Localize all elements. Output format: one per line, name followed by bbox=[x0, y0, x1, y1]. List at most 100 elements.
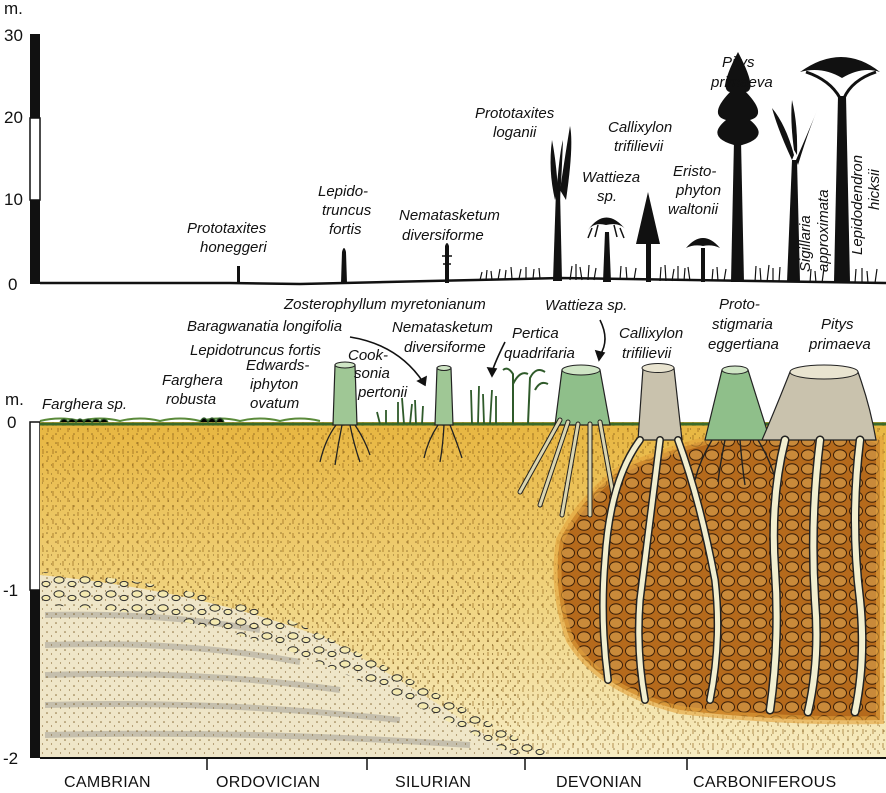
label-protostigmaria-eggertiana: Proto- stigmaria eggertiana bbox=[708, 296, 779, 353]
svg-text:approximata: approximata bbox=[815, 189, 832, 272]
top-scale-tick-30: 30 bbox=[4, 26, 23, 45]
svg-text:Pertica: Pertica bbox=[512, 325, 559, 342]
svg-text:trifilievii: trifilievii bbox=[622, 345, 672, 362]
plants-baragwanatia bbox=[59, 417, 225, 424]
svg-text:Farghera: Farghera bbox=[162, 372, 223, 389]
bottom-scale-tick-0: 0 bbox=[7, 413, 16, 432]
svg-text:sp.: sp. bbox=[597, 188, 617, 205]
svg-text:loganii: loganii bbox=[493, 124, 537, 141]
roots-protostigmaria bbox=[694, 365, 776, 486]
svg-text:stigmaria: stigmaria bbox=[712, 316, 773, 333]
period-cambrian: CAMBRIAN bbox=[64, 774, 151, 791]
svg-text:Pitys: Pitys bbox=[722, 54, 755, 71]
svg-text:diversiforme: diversiforme bbox=[404, 339, 486, 356]
svg-text:primaeva: primaeva bbox=[710, 74, 773, 91]
top-scale-bar: m. 30 20 10 0 bbox=[4, 0, 41, 294]
tree-sigillaria-approximata bbox=[772, 100, 818, 282]
label-edwardsiphyton-ovatum: Edwards- iphyton ovatum bbox=[246, 357, 309, 412]
tree-eristophyton-waltonii bbox=[686, 238, 720, 282]
svg-text:phyton: phyton bbox=[675, 182, 721, 199]
label-sigillaria-approximata: Sigillaria approximata bbox=[797, 189, 832, 272]
top-scale-tick-0: 0 bbox=[8, 275, 17, 294]
label-callixylon-trifilievii-tree: Callixylon trifilievii bbox=[608, 119, 672, 155]
svg-text:primaeva: primaeva bbox=[808, 336, 871, 353]
svg-text:hicksii: hicksii bbox=[866, 168, 883, 210]
label-lepidotruncus-fortis-tree: Lepido- truncus fortis bbox=[318, 183, 372, 238]
label-zosterophyllum-myretonianum: Zosterophyllum myretonianum bbox=[283, 296, 486, 313]
svg-text:Nematasketum: Nematasketum bbox=[399, 207, 500, 224]
plants-cooksonia bbox=[376, 397, 424, 425]
label-nematasketum-diversiforme-tree: Nematasketum diversiforme bbox=[399, 207, 500, 244]
bottom-scale-bar: m. 0 -1 -2 bbox=[3, 390, 41, 768]
svg-text:sonia: sonia bbox=[354, 365, 390, 382]
label-prototaxites-loganii: Prototaxites loganii bbox=[475, 105, 555, 141]
label-cooksonia-pertonii: Cook- sonia pertonii bbox=[348, 347, 408, 401]
label-wattieza-tree: Wattieza sp. bbox=[582, 169, 640, 205]
svg-text:Callixylon: Callixylon bbox=[608, 119, 672, 136]
tree-lepidodendron-hicksii bbox=[800, 57, 880, 282]
plants-pertica bbox=[502, 367, 549, 425]
tree-prototaxites-loganii bbox=[550, 126, 572, 281]
label-wattieza-sp: Wattieza sp. bbox=[545, 297, 627, 314]
label-pitys-primaeva-root: Pitys primaeva bbox=[808, 316, 871, 353]
svg-text:Prototaxites: Prototaxites bbox=[475, 105, 555, 122]
svg-text:truncus: truncus bbox=[322, 202, 372, 219]
svg-text:Lepidodendron: Lepidodendron bbox=[849, 155, 866, 255]
svg-text:waltonii: waltonii bbox=[668, 201, 719, 218]
svg-text:ovatum: ovatum bbox=[250, 395, 299, 412]
label-callixylon-trifilievii-root: Callixylon trifilievii bbox=[619, 325, 683, 362]
bottom-scale-tick-minus1: -1 bbox=[3, 581, 18, 600]
top-scale-unit: m. bbox=[4, 0, 23, 18]
svg-text:Lepido-: Lepido- bbox=[318, 183, 368, 200]
svg-text:Prototaxites: Prototaxites bbox=[187, 220, 267, 237]
svg-text:diversiforme: diversiforme bbox=[402, 227, 484, 244]
bottom-scale-unit: m. bbox=[5, 390, 24, 409]
svg-text:Callixylon: Callixylon bbox=[619, 325, 683, 342]
roots-pitys bbox=[761, 364, 877, 717]
label-lepidotruncus-fortis-root: Lepidotruncus fortis bbox=[190, 342, 321, 359]
period-axis: CAMBRIAN ORDOVICIAN SILURIAN DEVONIAN CA… bbox=[40, 757, 886, 791]
label-farghera-sp: Farghera sp. bbox=[42, 396, 127, 413]
svg-text:Pitys: Pitys bbox=[821, 316, 854, 333]
svg-text:Cook-: Cook- bbox=[348, 347, 388, 364]
svg-text:quadrifaria: quadrifaria bbox=[504, 345, 575, 362]
top-scale-tick-10: 10 bbox=[4, 190, 23, 209]
tree-prototaxites-honeggeri bbox=[237, 266, 240, 283]
svg-text:pertonii: pertonii bbox=[357, 384, 408, 401]
plants-zosterophyllum bbox=[470, 385, 497, 425]
svg-text:Sigillaria: Sigillaria bbox=[797, 215, 814, 272]
svg-text:trifilievii: trifilievii bbox=[614, 138, 664, 155]
roots-nematasketum bbox=[423, 365, 463, 463]
label-nematasketum-diversiforme-root: Nematasketum diversiforme bbox=[392, 319, 493, 356]
tree-pitys-primaeva bbox=[717, 52, 759, 282]
label-farghera-robusta: Farghera robusta bbox=[162, 372, 223, 408]
roots-callixylon bbox=[599, 363, 722, 704]
svg-text:Eristo-: Eristo- bbox=[673, 163, 716, 180]
svg-text:Edwards-: Edwards- bbox=[246, 357, 309, 374]
top-ground-line bbox=[40, 276, 886, 286]
ground-grass bbox=[479, 264, 878, 284]
bottom-scale-tick-minus2: -2 bbox=[3, 749, 18, 768]
label-eristophyton-waltonii: Eristo- phyton waltonii bbox=[668, 163, 721, 218]
period-carboniferous: CARBONIFEROUS bbox=[693, 774, 836, 791]
label-lepidodendron-hicksii: Lepidodendron hicksii bbox=[849, 155, 883, 255]
period-devonian: DEVONIAN bbox=[556, 774, 642, 791]
soil-profile bbox=[39, 417, 886, 758]
svg-text:robusta: robusta bbox=[166, 391, 216, 408]
label-pitys-primaeva-tree: Pitys primaeva bbox=[710, 54, 773, 91]
svg-text:honeggeri: honeggeri bbox=[200, 239, 267, 256]
tree-lepidotruncus-fortis bbox=[341, 248, 347, 283]
period-ordovician: ORDOVICIAN bbox=[216, 774, 320, 791]
label-prototaxites-honeggeri: Prototaxites honeggeri bbox=[187, 220, 267, 256]
tree-callixylon-trifilievii bbox=[636, 192, 660, 282]
period-silurian: SILURIAN bbox=[395, 774, 471, 791]
label-pertica-quadrifaria: Pertica quadrifaria bbox=[504, 325, 575, 362]
tree-nematasketum-diversiforme bbox=[442, 243, 452, 283]
svg-text:iphyton: iphyton bbox=[250, 376, 298, 393]
svg-text:Nematasketum: Nematasketum bbox=[392, 319, 493, 336]
label-arrows bbox=[349, 319, 606, 387]
roots-lepidotruncus bbox=[319, 361, 371, 466]
svg-text:eggertiana: eggertiana bbox=[708, 336, 779, 353]
